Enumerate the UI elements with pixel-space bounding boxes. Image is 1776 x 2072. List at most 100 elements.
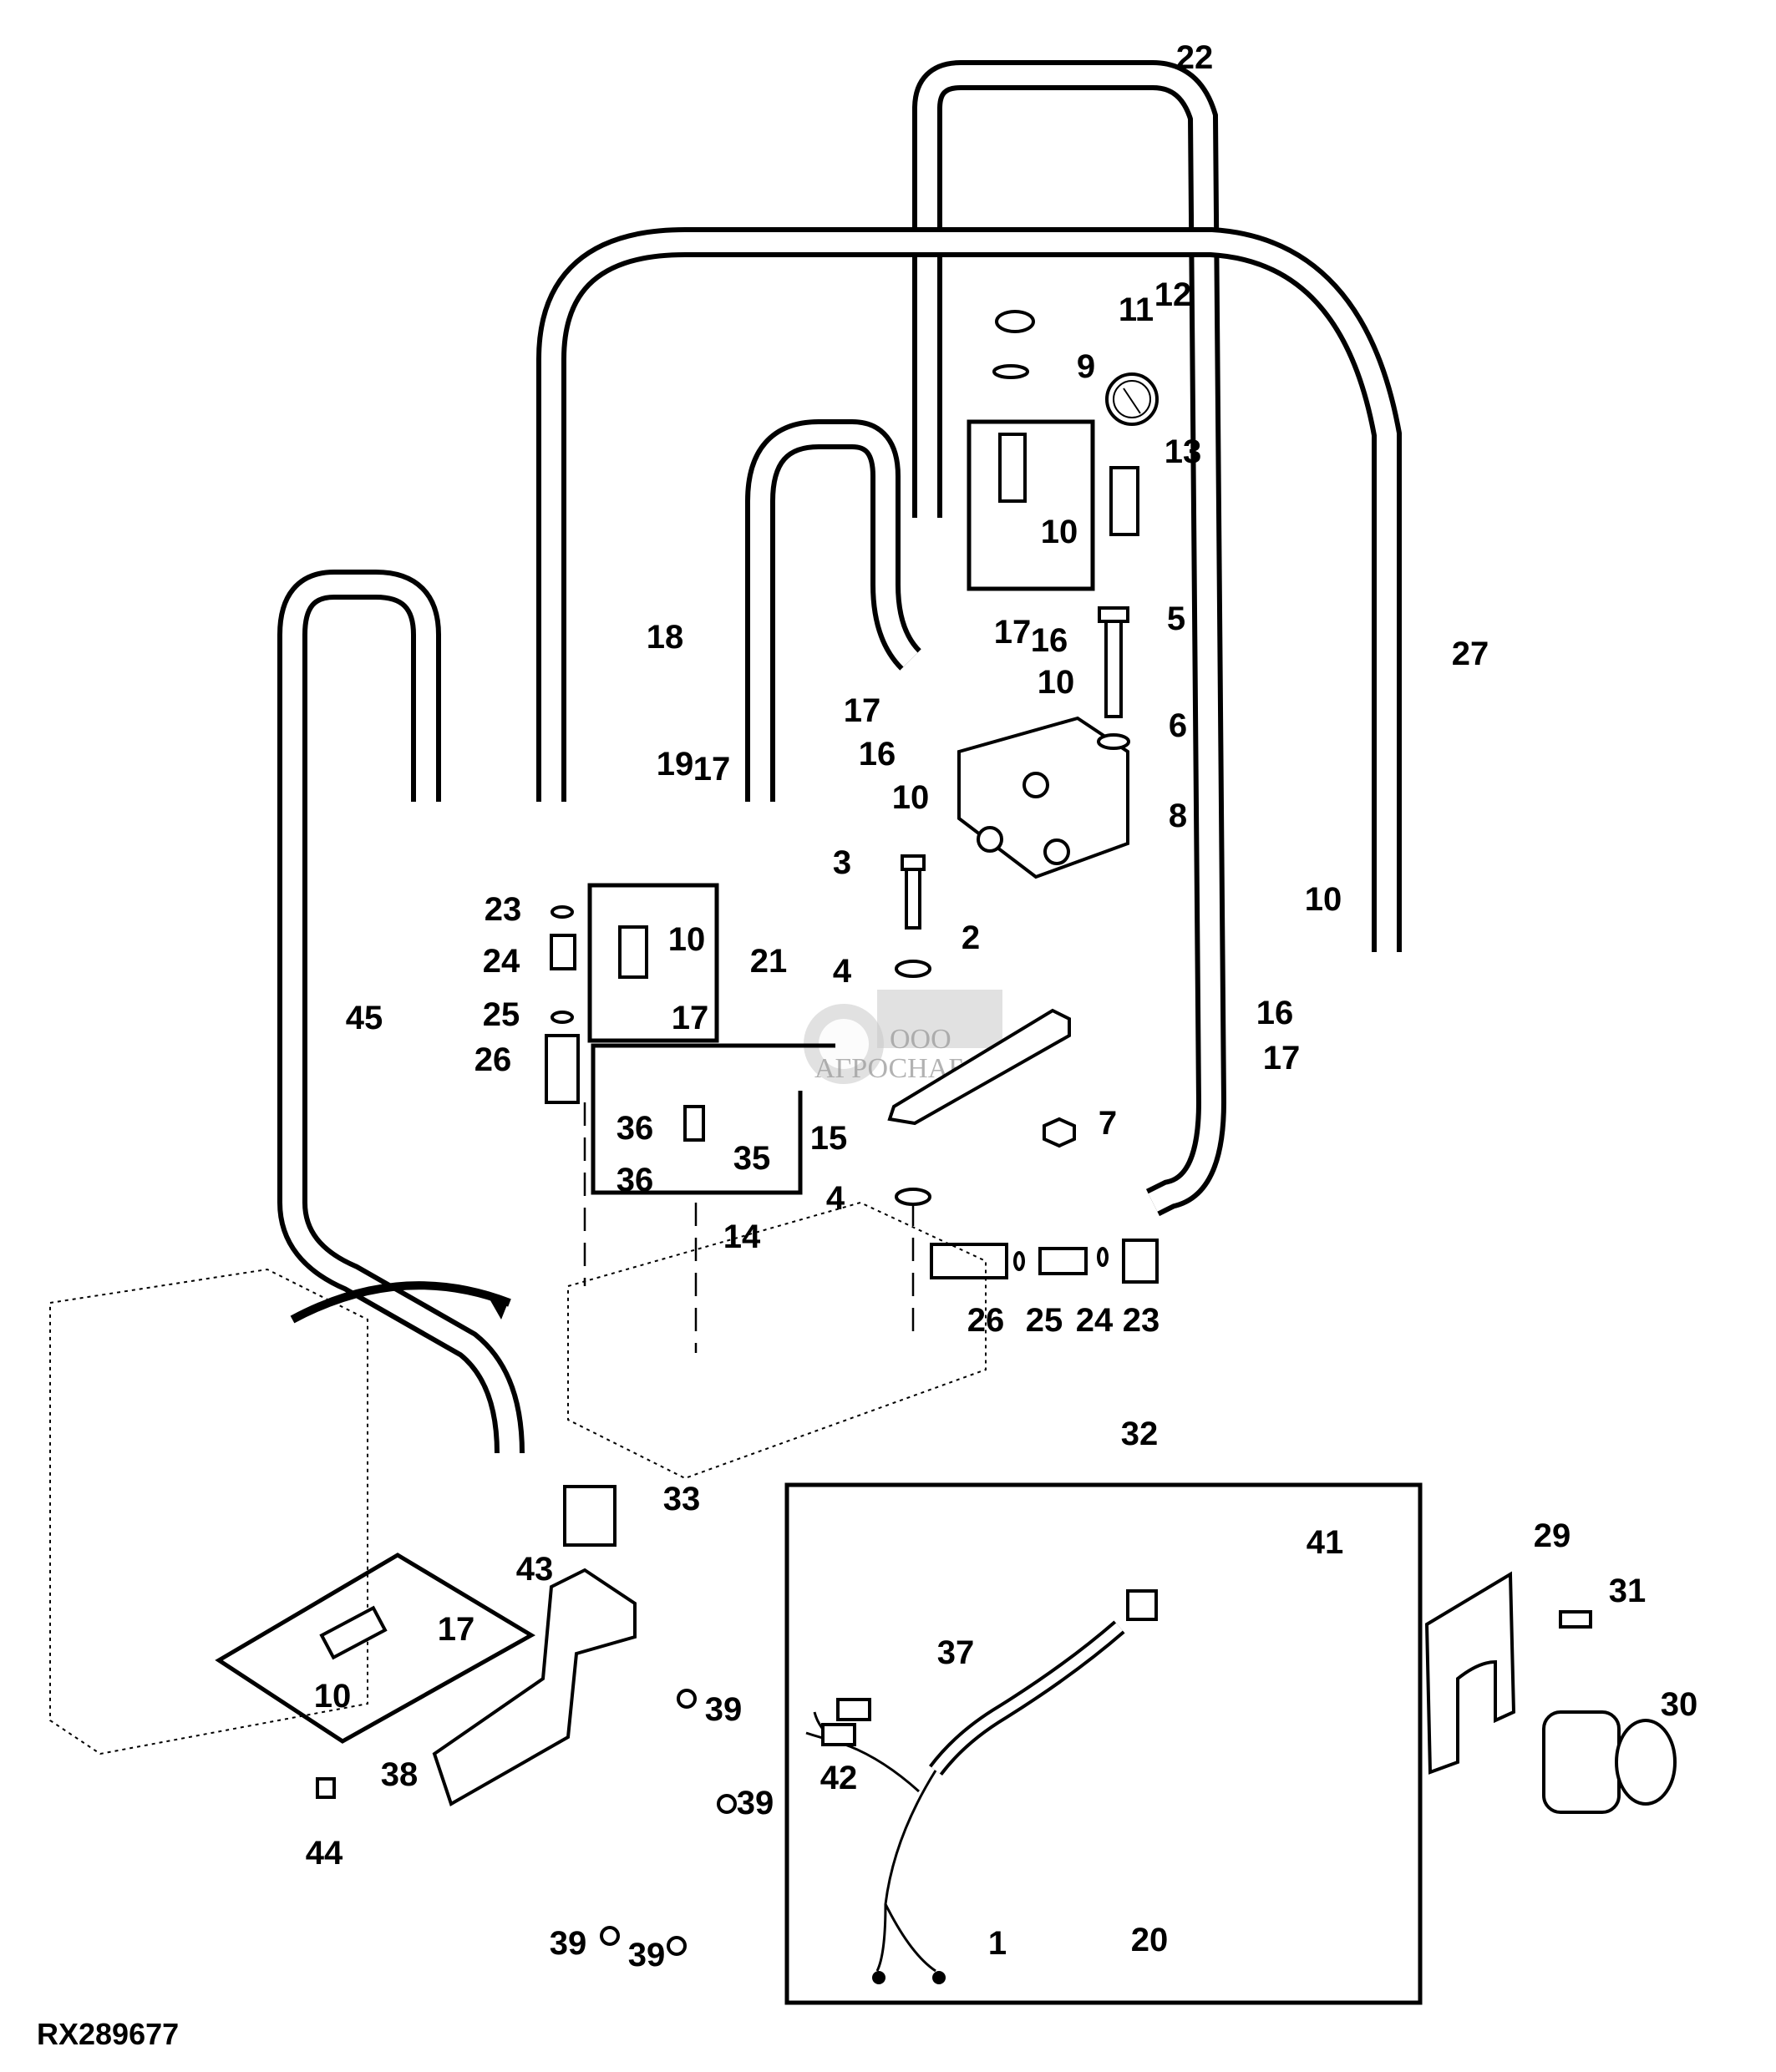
bracket-43 [432, 1568, 637, 1806]
callout-27: 27 [1452, 636, 1489, 672]
screw-31 [1559, 1610, 1592, 1629]
ring-terminal-20 [932, 1971, 946, 1984]
callout-7: 7 [1099, 1105, 1117, 1142]
watermark-logo: ООО АГРОСНАБ [804, 990, 1002, 1084]
callout-42: 42 [820, 1760, 858, 1796]
bolt-3 [895, 854, 931, 1206]
kit-box-9 [967, 419, 1095, 591]
callout-39: 39 [628, 1937, 666, 1973]
callout-33: 33 [663, 1481, 701, 1517]
cap-44 [316, 1777, 336, 1799]
callout-17: 17 [1263, 1040, 1301, 1077]
coupler-13 [1109, 466, 1139, 536]
callout-11: 11 [1119, 291, 1154, 328]
kit-box-32 [784, 1482, 1423, 2005]
callout-10: 10 [1305, 881, 1342, 918]
callout-39: 39 [737, 1785, 774, 1821]
callout-31: 31 [1609, 1573, 1647, 1609]
callout-3: 3 [833, 844, 851, 881]
ring-terminal-1 [872, 1971, 885, 1984]
callout-1: 1 [988, 1925, 1007, 1962]
wiring-harness-32 [805, 1589, 1158, 1984]
connector-41 [1126, 1589, 1158, 1621]
callout-10: 10 [1038, 664, 1075, 701]
callout-39: 39 [550, 1925, 587, 1962]
callout-36: 36 [617, 1110, 654, 1147]
connector-42 [821, 1723, 856, 1746]
callout-18: 18 [647, 619, 684, 656]
callout-24: 24 [1076, 1302, 1114, 1339]
callout-17: 17 [994, 614, 1032, 651]
callout-44: 44 [306, 1835, 343, 1872]
callout-17: 17 [438, 1611, 475, 1648]
callout-39: 39 [705, 1691, 743, 1728]
callout-14: 14 [723, 1218, 761, 1255]
callout-16: 16 [1031, 622, 1068, 659]
callout-2: 2 [962, 919, 980, 956]
callout-36: 36 [617, 1162, 654, 1198]
callout-23: 23 [1123, 1302, 1160, 1339]
watermark-prefix: ООО [890, 1024, 951, 1055]
kit-box-38 [215, 1553, 535, 1744]
fitting-stack-left [545, 905, 580, 1104]
callout-45: 45 [346, 1000, 383, 1036]
fitting-row-bottom [930, 1239, 1159, 1284]
callout-13: 13 [1165, 433, 1202, 470]
arrow-head-icon [485, 1290, 510, 1320]
test-coupler-9 [998, 433, 1027, 503]
callout-15: 15 [810, 1120, 848, 1157]
hose-27 [536, 227, 1402, 952]
screws-39 [600, 1689, 737, 1956]
watermark-combine-icon [877, 990, 1002, 1048]
callout-26: 26 [967, 1302, 1005, 1339]
callout-25: 25 [1026, 1302, 1063, 1339]
callout-35: 35 [733, 1140, 771, 1177]
solenoid-38 [319, 1605, 388, 1660]
callout-26: 26 [474, 1041, 512, 1078]
fitting-21 [618, 925, 648, 979]
callout-12: 12 [1154, 276, 1192, 313]
figure-id: RX289677 [37, 2017, 179, 2051]
manifold-block-8 [957, 716, 1129, 879]
hose-18 [745, 419, 922, 802]
callout-25: 25 [483, 996, 520, 1033]
kit-box-15 [591, 1043, 835, 1195]
callout-17: 17 [693, 751, 731, 788]
callout-29: 29 [1534, 1517, 1571, 1554]
callout-10: 10 [314, 1678, 352, 1715]
callout-41: 41 [1307, 1524, 1344, 1561]
callout-38: 38 [381, 1756, 419, 1793]
callout-21: 21 [750, 943, 788, 980]
callout-19: 19 [657, 746, 694, 783]
callout-30: 30 [1661, 1686, 1698, 1723]
switch-33 [563, 1485, 617, 1547]
callout-22: 22 [1176, 39, 1214, 76]
dust-cap-11 [992, 310, 1035, 379]
boot-30 [1542, 1710, 1677, 1814]
control-valve-outline [49, 1102, 987, 1755]
callout-8: 8 [1169, 798, 1187, 834]
callout-37: 37 [937, 1634, 975, 1671]
callout-6: 6 [1169, 707, 1187, 744]
callout-4: 4 [826, 1180, 845, 1217]
callout-5: 5 [1167, 600, 1185, 637]
plate-2 [887, 1008, 1071, 1126]
nut-7 [1043, 1117, 1076, 1148]
mounting-plate-29 [1424, 1571, 1516, 1775]
callout-43: 43 [516, 1551, 554, 1588]
bolt-5 [1097, 606, 1130, 750]
orifice-15 [683, 1105, 705, 1142]
callout-10: 10 [1041, 514, 1078, 550]
callout-10: 10 [668, 921, 706, 958]
callout-32: 32 [1121, 1416, 1159, 1452]
callout-17: 17 [672, 1000, 709, 1036]
callout-23: 23 [485, 891, 522, 928]
callout-10: 10 [892, 779, 930, 816]
callout-4: 4 [833, 953, 852, 990]
callout-9: 9 [1077, 348, 1095, 385]
callout-16: 16 [1256, 995, 1294, 1031]
hose-22 [912, 60, 1227, 1217]
connector-37 [836, 1698, 871, 1721]
